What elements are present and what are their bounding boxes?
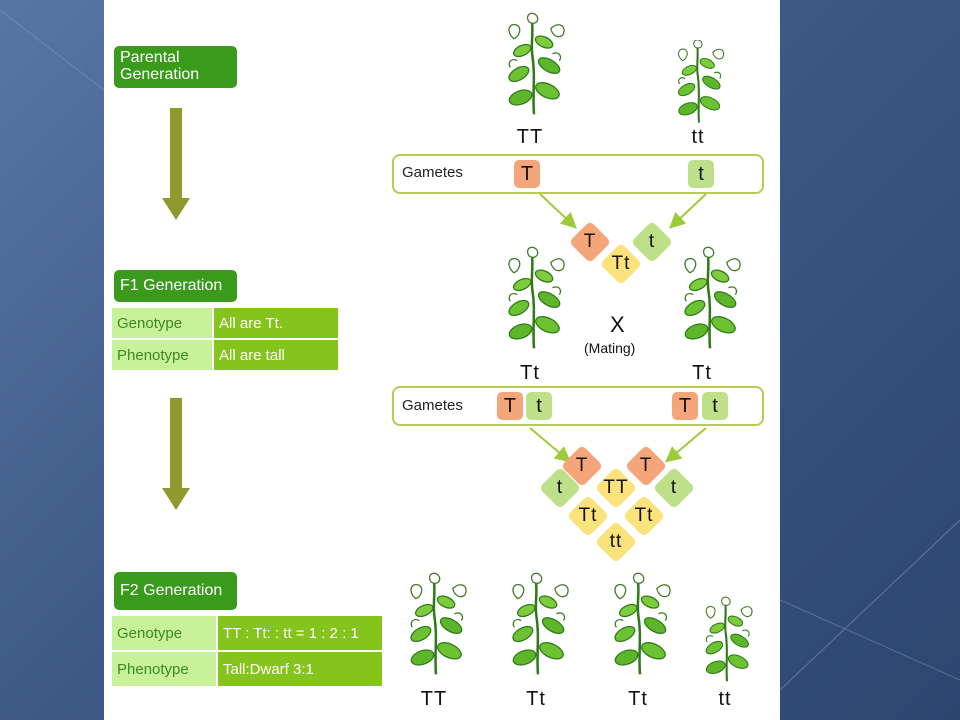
parental-generation-label: Parental Generation (114, 46, 237, 88)
gamete2-right-recessive: t (702, 392, 728, 420)
parental-label-line1: Parental (120, 49, 180, 66)
f2-phenotype-value: Tall:Dwarf 3:1 (218, 652, 382, 686)
gamete-recessive-allele: t (688, 160, 714, 188)
punnett-cell-tt-right: Tt (622, 494, 666, 538)
punnett-side-left-allele: t (538, 466, 582, 510)
table-row: Phenotype Tall:Dwarf 3:1 (112, 652, 382, 686)
f1-genotype-key: Genotype (112, 308, 212, 338)
gamete-arrows-2 (529, 427, 707, 463)
f2-offspring-genotype-4: tt (718, 688, 732, 710)
f1-left-genotype: Tt (520, 362, 540, 384)
punnett-top-left-allele: T (560, 444, 604, 488)
punnett-top-right-allele: T (624, 444, 668, 488)
f1-offspring-diamond: Tt (599, 242, 643, 286)
plant-icon-parent-dwarf (675, 40, 725, 124)
f1-generation-label: F1 Generation (114, 270, 237, 302)
f1-dominant-diamond: T (568, 220, 612, 264)
plant-icon-parent-tall (505, 12, 566, 116)
f1-genotype-value: All are Tt. (214, 308, 338, 338)
table-row: Genotype All are Tt. (112, 308, 338, 338)
gamete-dominant-allele: T (514, 160, 540, 188)
f2-genotype-key: Genotype (112, 616, 216, 650)
parent-right-genotype: tt (691, 126, 705, 148)
punnett-cell-tt-recessive: tt (594, 520, 638, 564)
f1-phenotype-value: All are tall (214, 340, 338, 370)
down-arrow-2 (162, 398, 190, 510)
gamete2-left-recessive: t (526, 392, 552, 420)
plant-icon-f1-right (681, 246, 742, 350)
plant-icon-f1-left (505, 246, 566, 350)
gamete2-right-dominant: T (672, 392, 698, 420)
f1-table: Genotype All are Tt. Phenotype All are t… (110, 306, 340, 372)
f2-genotype-value: TT : Tt: : tt = 1 : 2 : 1 (218, 616, 382, 650)
plant-icon-f2-3 (611, 572, 672, 676)
f2-table: Genotype TT : Tt: : tt = 1 : 2 : 1 Pheno… (110, 614, 384, 688)
down-arrow-1 (162, 108, 190, 220)
mating-x-symbol: X (610, 312, 625, 337)
parental-label-line2: Generation (120, 66, 200, 83)
f1-recessive-diamond: t (630, 220, 674, 264)
plant-icon-f2-4-dwarf (703, 596, 754, 683)
f2-offspring-genotype-1: TT (420, 688, 448, 710)
parent-left-genotype: TT (516, 126, 544, 148)
mating-text: (Mating) (584, 340, 636, 356)
punnett-cell-tt-dominant: TT (594, 466, 638, 510)
gametes-label-2: Gametes (402, 397, 463, 414)
plant-icon-f2-2 (509, 572, 570, 676)
f2-offspring-genotype-3: Tt (628, 688, 648, 710)
table-row: Genotype TT : Tt: : tt = 1 : 2 : 1 (112, 616, 382, 650)
gamete2-left-dominant: T (497, 392, 523, 420)
f1-phenotype-key: Phenotype (112, 340, 212, 370)
gamete-arrows-1 (539, 193, 707, 229)
plant-icon-f2-1 (407, 572, 468, 676)
f1-right-genotype: Tt (692, 362, 712, 384)
gametes-label-1: Gametes (402, 164, 463, 181)
table-row: Phenotype All are tall (112, 340, 338, 370)
f2-offspring-genotype-2: Tt (526, 688, 546, 710)
punnett-cell-tt-left: Tt (566, 494, 610, 538)
f2-generation-label: F2 Generation (114, 572, 237, 610)
f2-phenotype-key: Phenotype (112, 652, 216, 686)
punnett-side-right-allele: t (652, 466, 696, 510)
